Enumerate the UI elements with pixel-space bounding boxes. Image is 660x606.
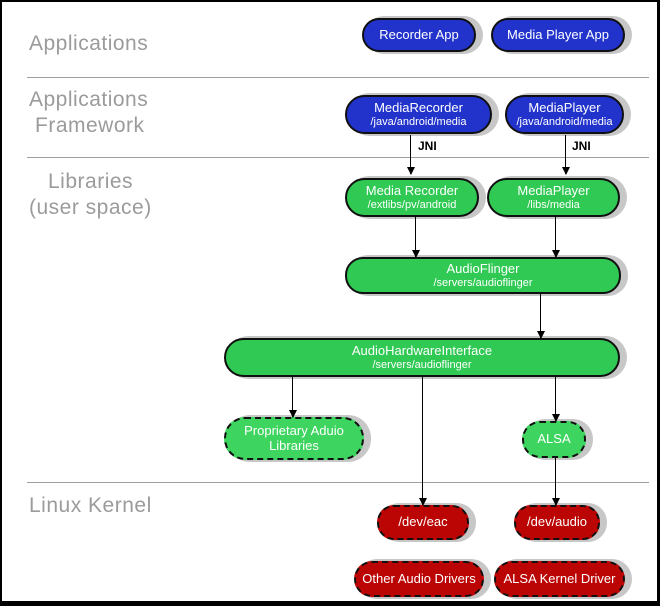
- node-recorder-app: Recorder App: [362, 18, 476, 52]
- node-title: Other Audio Drivers: [362, 570, 476, 586]
- section-label-framework-line2: Framework: [35, 114, 145, 137]
- node-mediaplayer-library: MediaPlayer /libs/media: [487, 178, 620, 217]
- node-path: /java/android/media: [516, 115, 613, 128]
- arrow-mediaplayer-jni: [561, 135, 570, 175]
- arrow-mediarecorder-to-audioflinger: [411, 216, 420, 258]
- node-title: Media Recorder: [365, 182, 459, 198]
- node-alsa-kernel-driver: ALSA Kernel Driver: [494, 561, 625, 597]
- node-dev-eac: /dev/eac: [377, 505, 469, 540]
- node-title: Proprietary Aduio Libraries: [244, 422, 344, 453]
- section-label-linux-kernel: Linux Kernel: [29, 494, 152, 517]
- node-title: AudioHardwareInterface: [351, 342, 493, 358]
- arrow-mediarecorder-jni: [406, 135, 415, 175]
- node-title: MediaRecorder: [374, 99, 463, 115]
- node-title: ALSA: [537, 431, 571, 447]
- divider-applications: [27, 77, 649, 78]
- section-label-libraries-line2: (user space): [29, 196, 152, 219]
- node-audioflinger: AudioFlinger /servers/audioflinger: [345, 257, 621, 294]
- node-path: /java/android/media: [370, 115, 467, 128]
- node-path: /extlibs/pv/android: [367, 198, 457, 211]
- node-title: MediaPlayer: [528, 99, 601, 115]
- node-title: ALSA Kernel Driver: [503, 570, 616, 586]
- arrow-ahi-to-alsa: [551, 377, 560, 422]
- node-other-audio-drivers: Other Audio Drivers: [354, 561, 484, 597]
- arrow-ahi-to-proprietary: [288, 377, 297, 418]
- arrow-ahi-to-dev-eac: [418, 377, 427, 506]
- node-proprietary-audio-libraries: Proprietary Aduio Libraries: [224, 417, 364, 460]
- arrow-alsa-to-dev-audio: [551, 458, 560, 506]
- jni-label-left: JNI: [418, 139, 437, 153]
- section-label-framework-line1: Applications: [29, 88, 149, 111]
- arrow-audioflinger-to-ahi: [536, 294, 545, 339]
- node-mediaplayer-framework: MediaPlayer /java/android/media: [505, 95, 624, 134]
- node-media-recorder-library: Media Recorder /extlibs/pv/android: [345, 178, 479, 217]
- divider-kernel: [27, 482, 649, 483]
- node-audio-hardware-interface: AudioHardwareInterface /servers/audiofli…: [224, 338, 620, 377]
- node-title: /dev/audio: [527, 514, 587, 530]
- section-label-applications: Applications: [29, 32, 149, 55]
- arrow-mediaplayer-to-audioflinger: [551, 216, 560, 258]
- node-path: /libs/media: [527, 198, 580, 211]
- node-title: /dev/eac: [398, 514, 448, 530]
- node-title: Recorder App: [379, 26, 459, 42]
- node-alsa: ALSA: [522, 421, 586, 458]
- node-path: /servers/audioflinger: [372, 358, 472, 371]
- divider-framework: [27, 157, 649, 158]
- jni-label-right: JNI: [572, 139, 591, 153]
- node-path: /servers/audioflinger: [433, 276, 533, 289]
- node-title: Media Player App: [507, 26, 609, 42]
- node-title: MediaPlayer: [517, 182, 590, 198]
- node-mediarecorder-framework: MediaRecorder /java/android/media: [345, 95, 492, 134]
- node-dev-audio: /dev/audio: [514, 505, 600, 540]
- node-title: AudioFlinger: [446, 260, 520, 276]
- section-label-libraries-line1: Libraries: [48, 170, 134, 193]
- node-media-player-app: Media Player App: [491, 18, 625, 52]
